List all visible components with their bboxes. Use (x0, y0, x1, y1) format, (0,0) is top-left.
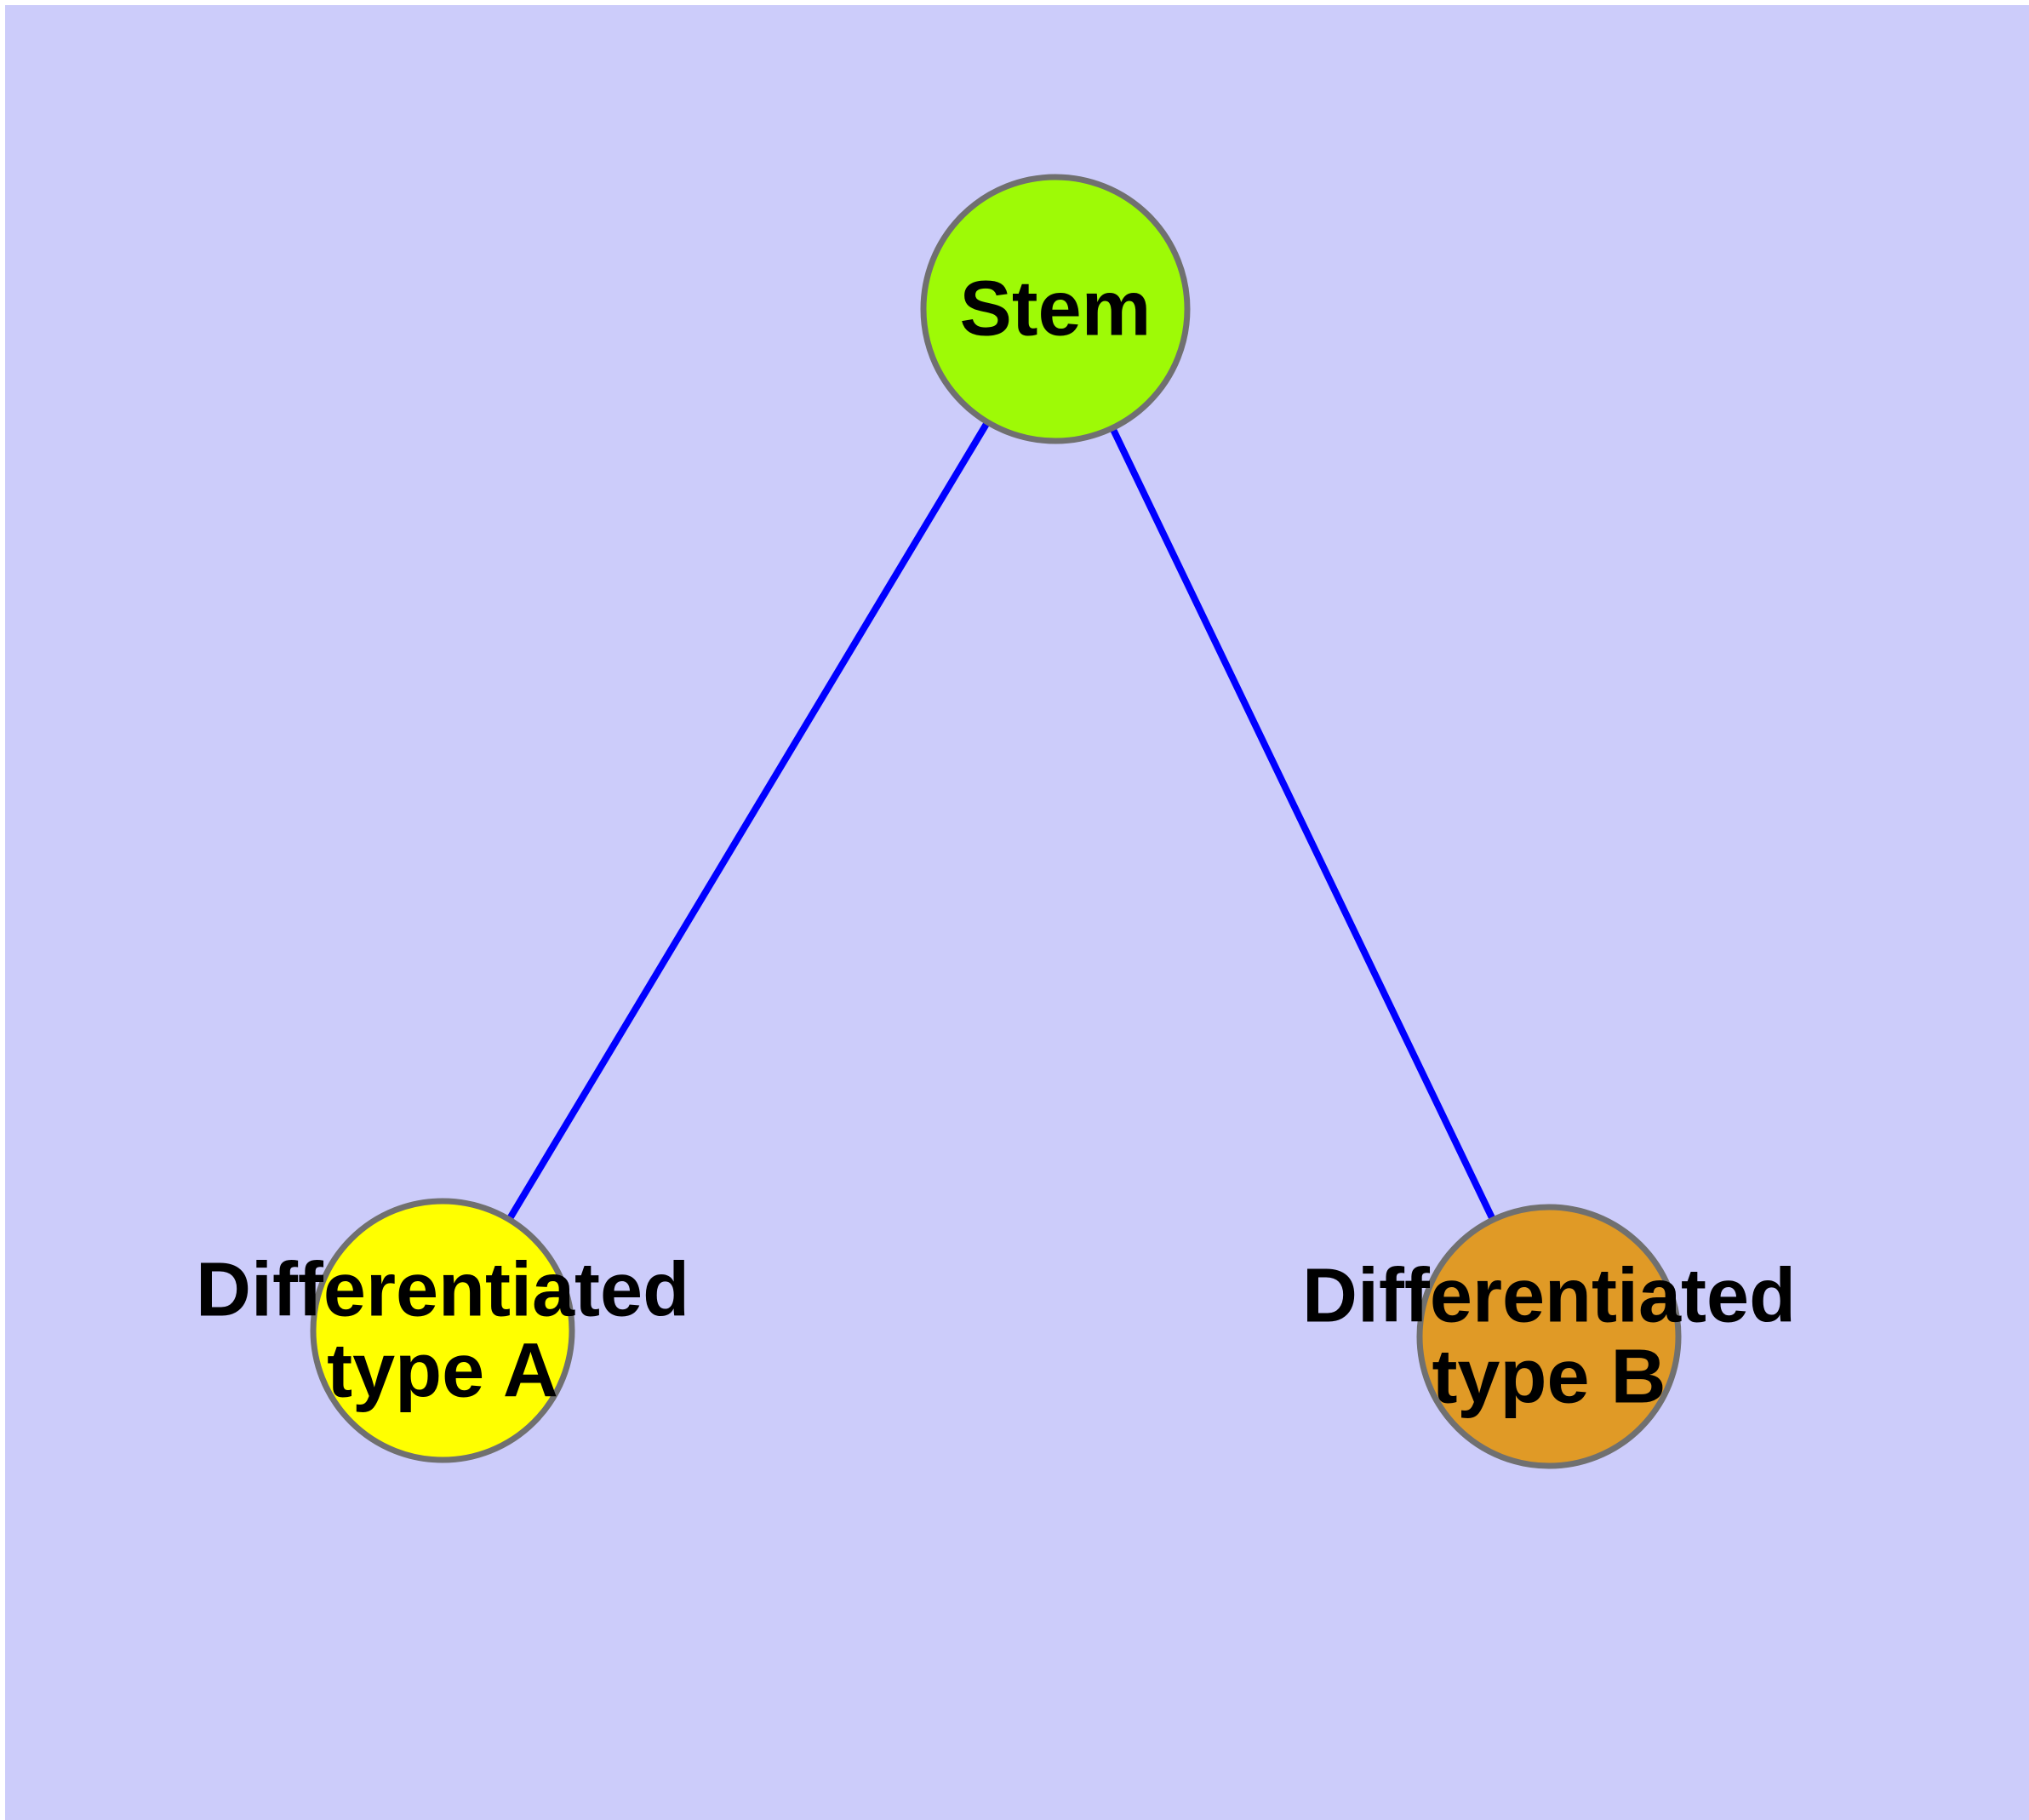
graph-edge-stem-to-a[interactable] (506, 420, 991, 1222)
node-layer (310, 174, 1682, 1469)
edge-layer (506, 420, 1496, 1222)
graph-node-diff_b[interactable] (1416, 1204, 1682, 1469)
graph-node-diff_a[interactable] (310, 1198, 575, 1463)
graph-node-stem[interactable] (920, 174, 1191, 444)
graph-edge-stem-to-b[interactable] (1109, 426, 1496, 1222)
